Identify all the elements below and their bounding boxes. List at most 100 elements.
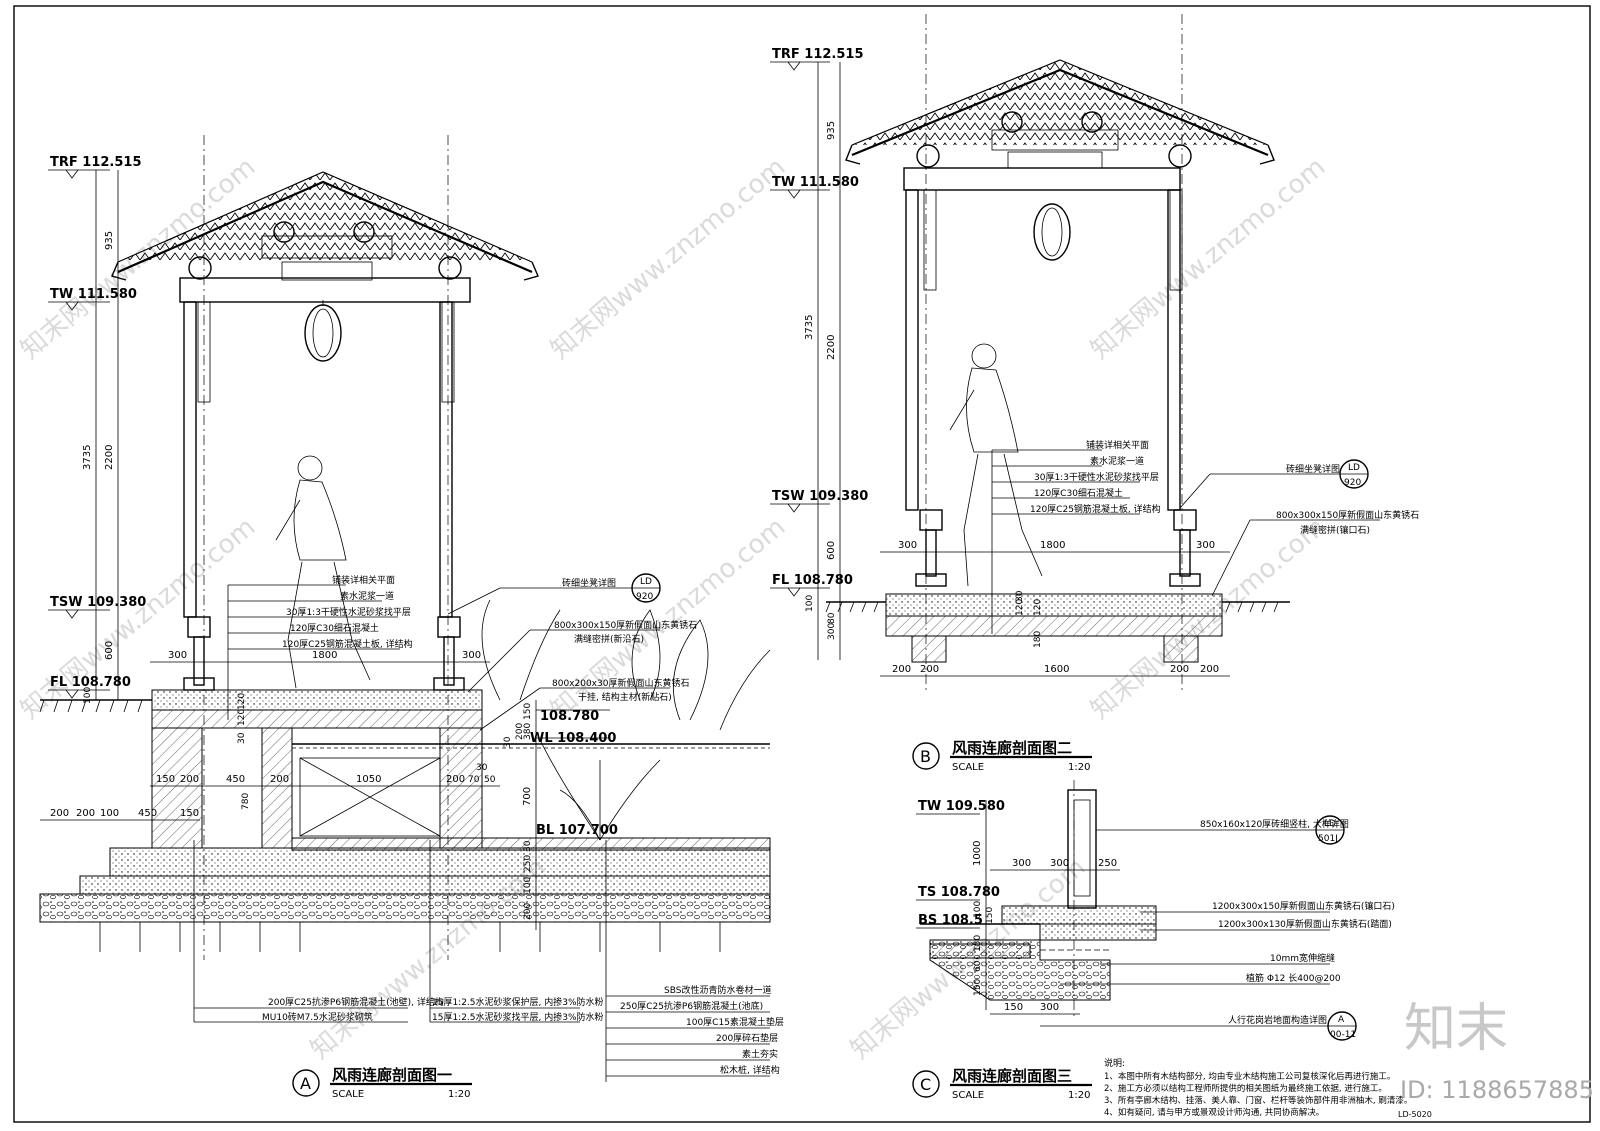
dim: 60	[973, 960, 983, 972]
dim: 150	[523, 703, 533, 720]
elev-wall-top: 108.780	[540, 709, 599, 724]
dim: 250	[523, 855, 533, 872]
dim: 200	[270, 774, 289, 785]
dim: 2200	[104, 445, 115, 470]
dim: 200	[76, 808, 95, 819]
dim: 1800	[1040, 540, 1065, 551]
dim: 300	[827, 623, 837, 640]
dim: 120	[237, 709, 247, 726]
dim: 150	[985, 907, 995, 924]
note: 素土夯实	[742, 1048, 778, 1060]
dim: 300	[1050, 858, 1069, 869]
ref-bottom: 00-11	[1330, 1030, 1356, 1040]
dim: 200	[180, 774, 199, 785]
elev-marks-c: TW 109.580 TS 108.780 BS 108.5	[916, 799, 1005, 929]
section-marker: B	[920, 747, 931, 766]
elev-wl: WL 108.400	[530, 731, 616, 746]
note: MU10砖M7.5水泥砂浆砌筑	[262, 1011, 373, 1023]
section-title: 风雨连廊剖面图三	[952, 1067, 1072, 1085]
post-note: 850x160x120厚砖细竖柱, 大样详图	[1200, 818, 1349, 830]
dim: 2200	[826, 335, 837, 360]
layer-note: 30厚1:3干硬性水泥砂浆找平层	[1034, 471, 1159, 483]
dim: 3735	[82, 445, 93, 470]
section-title: 风雨连廊剖面图一	[332, 1066, 452, 1084]
watermark-text: 知末网www.znzmo.com	[545, 152, 791, 365]
dim: 100	[100, 808, 119, 819]
dim: 200	[523, 903, 533, 920]
section-a-drawing: TRF 112.515 TW 111.580 TSW 109.380 FL 10…	[39, 135, 784, 1100]
dim: 150	[1004, 1002, 1023, 1013]
notes-item: 2、施工方必须以结构工程师所提供的相关图纸为最终施工依据, 进行施工。	[1104, 1083, 1387, 1094]
general-notes: 说明: 1、本图中所有木结构部分, 均由专业木结构施工公司复核深化后再进行施工。…	[1104, 1057, 1412, 1118]
dim: 200	[50, 808, 69, 819]
note: 松木桩, 详结构	[720, 1064, 780, 1076]
dim: 3735	[804, 315, 815, 340]
dim: 600	[826, 541, 837, 560]
bench-callout-b: 砖细坐凳详图 LD 920 800x300x150厚新假面山东黄锈石 满缝密拼(…	[1179, 459, 1419, 597]
dim: 200	[1170, 664, 1189, 675]
note: 15厚1:2.5水泥砂浆保护层, 内掺3%防水粉	[432, 996, 604, 1008]
stone-note: 800x300x150厚新假面山东黄锈石	[554, 619, 697, 631]
scale-label: SCALE	[952, 1090, 984, 1101]
dim: 50	[484, 775, 496, 785]
dim: 200	[515, 723, 525, 740]
note: 200厚碎石垫层	[716, 1032, 778, 1044]
section-title: 风雨连廊剖面图二	[952, 739, 1072, 757]
dim: 120	[1015, 599, 1025, 616]
dim: 100	[83, 687, 93, 704]
stone-note: 800x200x30厚新假面山东黄锈石	[552, 677, 689, 689]
dim: 780	[241, 793, 251, 810]
layer-note: 120厚C25钢筋混凝土板, 详结构	[282, 638, 413, 650]
dim: 450	[138, 808, 157, 819]
section-marker: C	[920, 1075, 931, 1094]
note: 100厚C15素混凝土垫层	[686, 1016, 784, 1028]
elev-fl: FL 108.780	[50, 675, 131, 690]
note: 250厚C25抗渗P6钢筋混凝土(池底)	[620, 1000, 763, 1012]
dim: 100	[805, 595, 815, 612]
layer-note: 120厚C25钢筋混凝土板, 详结构	[1030, 503, 1161, 515]
notes-item: 1、本图中所有木结构部分, 均由专业木结构施工公司复核深化后再进行施工。	[1104, 1071, 1395, 1082]
dim: 1000	[972, 841, 983, 866]
dim: 100	[523, 877, 533, 894]
layer-notes-a: 铺装详相关平面 素水泥浆一道 30厚1:3干硬性水泥砂浆找平层 120厚C30细…	[227, 574, 413, 720]
dim: 1800	[312, 650, 337, 661]
dim: 450	[226, 774, 245, 785]
joint-note: 10mm宽伸缩缝	[1270, 952, 1335, 964]
note: 15厚1:2.5水泥砂浆找平层, 内掺3%防水粉	[432, 1011, 604, 1023]
dim: 300	[898, 540, 917, 551]
dim: 600	[104, 641, 115, 660]
dim: 200	[920, 664, 939, 675]
dim: 150	[973, 935, 983, 952]
layer-note: 素水泥浆一道	[340, 590, 394, 602]
elev-fl: FL 108.780	[772, 573, 853, 588]
pond-elevations: 108.780 WL 108.400 BL 107.700 150 200 30…	[503, 700, 618, 930]
rebar-note: 植筋 Φ12 长400@200	[1246, 972, 1341, 984]
dim: 935	[826, 121, 837, 140]
dim: 300	[1040, 1002, 1059, 1013]
dim: 70	[468, 775, 480, 785]
scale-value: 1:20	[448, 1089, 470, 1100]
ref-top: A	[1338, 1015, 1345, 1025]
dim: 150	[156, 774, 175, 785]
dim: 935	[104, 231, 115, 250]
bottom-notes-a: 200厚C25抗渗P6钢筋混凝土(池壁), 详结构 MU10砖M7.5水泥砂浆砌…	[193, 840, 784, 1082]
scale-value: 1:20	[1068, 1090, 1090, 1101]
dim: 30	[476, 763, 488, 773]
bench-note: 砖细坐凳详图	[562, 577, 616, 589]
dim: 300	[1196, 540, 1215, 551]
notes-item: 4、如有疑问, 请与甲方或景观设计师沟通, 共同协商解决。	[1104, 1107, 1324, 1118]
note: SBS改性沥青防水卷材一道	[664, 984, 771, 996]
section-b-drawing: TRF 112.515 TW 111.580 TSW 109.380 FL 10…	[770, 14, 1419, 773]
bench-note: 砖细坐凳详图	[1286, 463, 1340, 475]
dim: 80	[827, 612, 837, 624]
ref-bottom: 920	[1344, 478, 1361, 488]
stone-note: 干挂, 结构主材(新贴石)	[578, 691, 672, 703]
dim: 300	[168, 650, 187, 661]
brand-logo: 知末	[1404, 999, 1508, 1059]
dim: 30	[237, 732, 247, 744]
section-marker: A	[300, 1074, 311, 1093]
elev-tw: TW 111.580	[50, 287, 137, 302]
elev-tsw: TSW 109.380	[50, 595, 146, 610]
dim: 380	[523, 723, 533, 740]
layer-note: 铺装详相关平面	[1086, 439, 1149, 451]
